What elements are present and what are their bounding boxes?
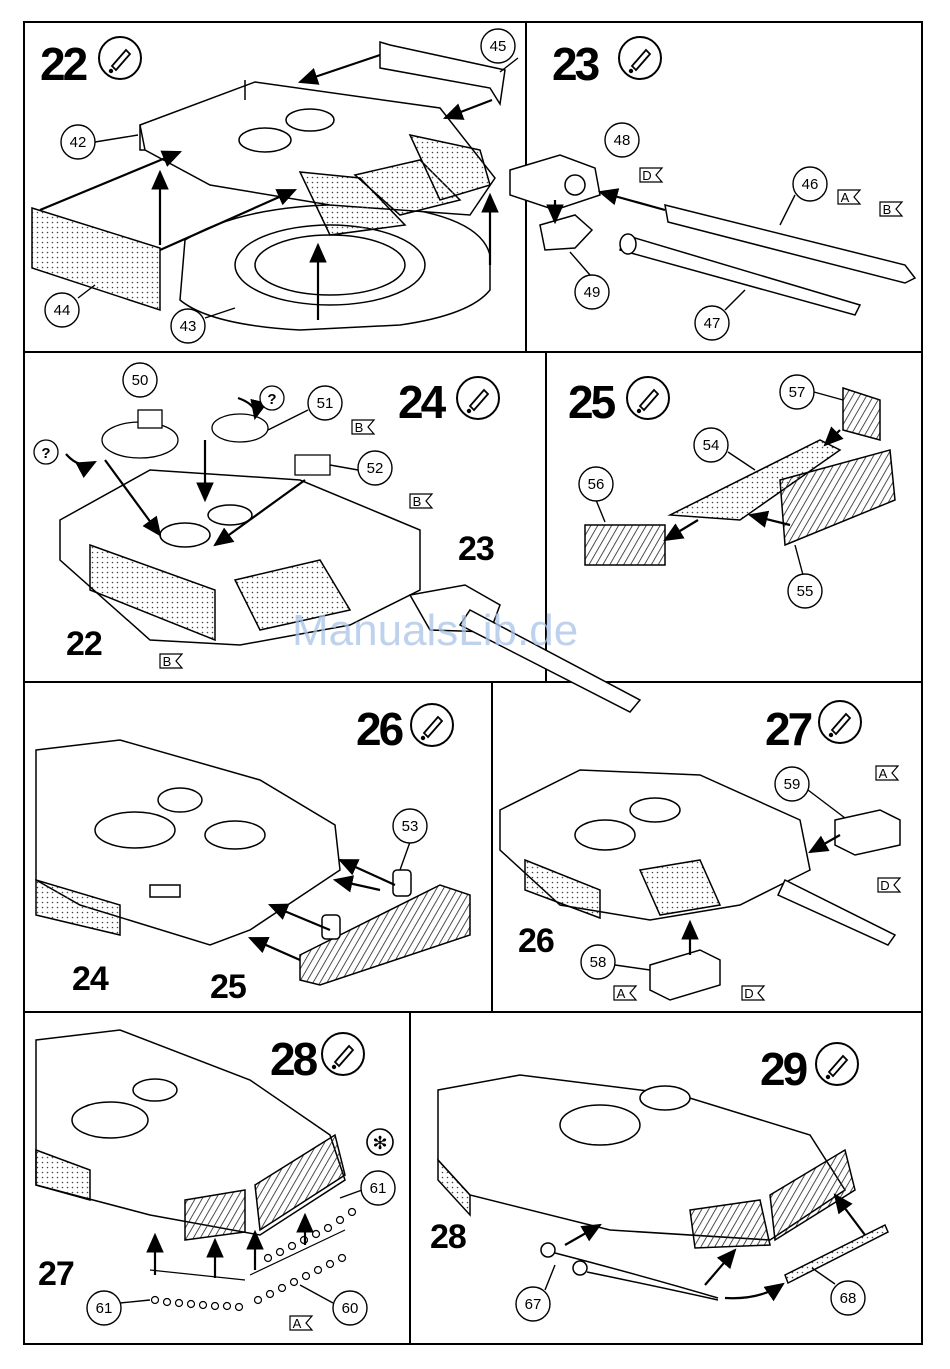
turret-drawing [60,470,640,712]
decal-flag: B [160,654,182,669]
svg-text:A: A [841,190,850,205]
asterisk-icon: ✻ [367,1129,393,1155]
part-number: 46 [802,176,819,193]
part-number: 52 [367,460,384,477]
svg-text:B: B [355,420,364,435]
step-number: 28 [270,1033,318,1085]
step-29-panel: 29 67 [430,1043,888,1321]
part-44-panel [32,208,160,310]
part-number: 58 [590,954,607,971]
reference-number: 26 [518,922,554,960]
reference-number: 23 [458,530,494,568]
decal-flag: A [614,986,636,1001]
step-24-panel: 24 50 [34,363,640,712]
step-number: 25 [568,376,616,428]
svg-text:?: ? [41,445,50,462]
decal-flag: B [410,494,432,509]
decal-flag: D [878,878,900,893]
part-number: 61 [370,1180,387,1197]
part-number: 48 [614,132,631,149]
glue-icon [457,377,499,419]
step-number: 29 [760,1043,807,1095]
part-59 [835,810,900,855]
part-58 [650,950,720,1000]
glue-icon [816,1043,858,1085]
part-number: 50 [132,372,149,389]
glue-icon [627,377,669,419]
part-number: 54 [703,437,720,454]
basket-drawing [585,388,895,565]
svg-text:D: D [880,878,889,893]
reference-number: 27 [38,1255,74,1293]
svg-text:A: A [293,1316,302,1331]
part-number: 55 [797,583,814,600]
reference-number: 28 [430,1218,466,1256]
turret-drawing [500,770,895,945]
watermark: ManualsLib.de [292,606,578,655]
decal-flag: A [876,766,898,781]
chain-links-61 [152,1297,243,1311]
step-25-panel: 25 57 54 56 55 [568,375,895,608]
part-callouts: 48 46 49 47 [570,123,827,340]
svg-text:D: D [642,168,651,183]
part-number: 56 [588,476,605,493]
part-number: 59 [784,776,801,793]
decal-flag: D [742,986,764,1001]
part-number: 42 [70,134,87,151]
decal-flag: B [352,420,374,435]
part-number: 68 [840,1290,857,1307]
turret-drawing [438,1075,855,1248]
svg-text:✻: ✻ [372,1133,387,1153]
part-number: 45 [490,38,507,55]
reference-number: 25 [210,968,246,1006]
svg-text:B: B [163,654,172,669]
part-number: 51 [317,395,334,412]
glue-icon [322,1033,364,1075]
step-number: 24 [398,376,447,428]
hatch-drawings [102,410,330,475]
step-27-panel: 27 59 58 [500,701,900,1001]
part-number: 53 [402,818,419,835]
part-callouts: 53 [393,809,427,870]
svg-text:A: A [879,766,888,781]
step-number: 22 [40,38,87,90]
decal-flag: D [640,168,662,183]
glue-icon [99,37,141,79]
step-28-panel: 28 [36,1030,395,1331]
step-23-panel: 23 48 46 49 47 [510,37,915,340]
glue-icon [411,704,453,746]
glue-icon [619,37,661,79]
part-callouts: 67 68 [516,1265,865,1321]
step-number: 27 [765,703,812,755]
step-number: 26 [356,703,403,755]
part-number: 47 [704,315,721,332]
glue-icon [819,701,861,743]
part-number: 60 [342,1300,359,1317]
svg-text:B: B [413,494,422,509]
part-number: 49 [584,284,601,301]
part-number: 43 [180,318,197,335]
reference-number: 24 [72,960,109,998]
part-number: 44 [54,302,71,319]
reference-number: 22 [66,625,102,663]
decal-flag: A [290,1316,312,1331]
gun-mantlet-drawing [510,155,915,315]
svg-text:A: A [617,986,626,1001]
step-number: 23 [552,38,599,90]
part-number: 67 [525,1296,542,1313]
svg-text:?: ? [267,391,276,408]
step-26-panel: 26 53 24 2 [36,703,470,1006]
svg-text:D: D [744,986,753,1001]
svg-text:B: B [883,202,892,217]
decal-flag: B [880,202,902,217]
decal-flag: A [838,190,860,205]
part-number: 57 [789,384,806,401]
part-number: 61 [96,1300,113,1317]
step-22-panel: 22 [32,29,518,343]
